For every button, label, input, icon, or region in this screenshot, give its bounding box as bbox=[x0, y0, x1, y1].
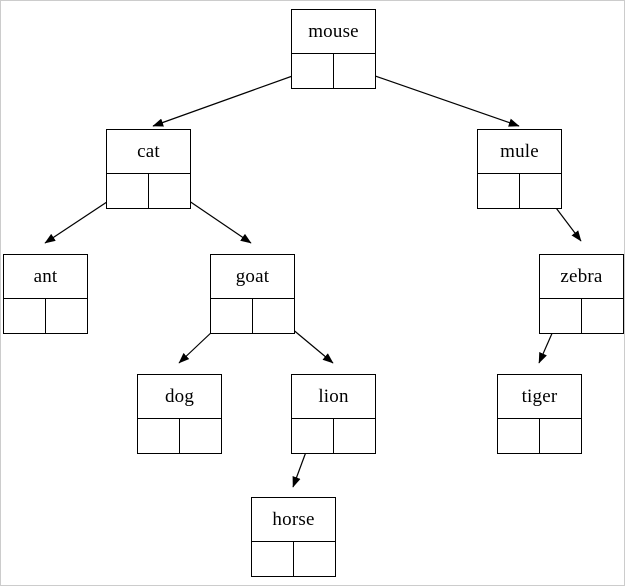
left-pointer-cell-horse[interactable] bbox=[252, 542, 294, 576]
left-pointer-cell-tiger[interactable] bbox=[498, 419, 540, 453]
edge-mouse-to-cat bbox=[152, 68, 313, 127]
node-label-goat: goat bbox=[211, 255, 294, 299]
node-label-zebra: zebra bbox=[540, 255, 623, 299]
tree-node-mouse[interactable]: mouse bbox=[291, 9, 376, 89]
node-label-tiger: tiger bbox=[498, 375, 581, 419]
tree-node-horse[interactable]: horse bbox=[251, 497, 336, 577]
right-pointer-cell-ant[interactable] bbox=[46, 299, 88, 333]
node-pointers-lion bbox=[292, 419, 375, 453]
node-label-lion: lion bbox=[292, 375, 375, 419]
right-pointer-cell-dog[interactable] bbox=[180, 419, 222, 453]
node-label-mouse: mouse bbox=[292, 10, 375, 54]
right-pointer-cell-mouse[interactable] bbox=[334, 54, 376, 88]
tree-node-zebra[interactable]: zebra bbox=[539, 254, 624, 334]
tree-node-tiger[interactable]: tiger bbox=[497, 374, 582, 454]
node-label-cat: cat bbox=[107, 130, 190, 174]
tree-node-cat[interactable]: cat bbox=[106, 129, 191, 209]
node-pointers-dog bbox=[138, 419, 221, 453]
node-label-mule: mule bbox=[478, 130, 561, 174]
node-pointers-cat bbox=[107, 174, 190, 208]
left-pointer-cell-lion[interactable] bbox=[292, 419, 334, 453]
node-label-horse: horse bbox=[252, 498, 335, 542]
node-pointers-ant bbox=[4, 299, 87, 333]
left-pointer-cell-mouse[interactable] bbox=[292, 54, 334, 88]
node-pointers-zebra bbox=[540, 299, 623, 333]
node-pointers-mule bbox=[478, 174, 561, 208]
left-pointer-cell-cat[interactable] bbox=[107, 174, 149, 208]
right-pointer-cell-mule[interactable] bbox=[520, 174, 562, 208]
tree-node-mule[interactable]: mule bbox=[477, 129, 562, 209]
node-pointers-tiger bbox=[498, 419, 581, 453]
right-pointer-cell-cat[interactable] bbox=[149, 174, 191, 208]
left-pointer-cell-ant[interactable] bbox=[4, 299, 46, 333]
right-pointer-cell-zebra[interactable] bbox=[582, 299, 624, 333]
left-pointer-cell-dog[interactable] bbox=[138, 419, 180, 453]
left-pointer-cell-mule[interactable] bbox=[478, 174, 520, 208]
node-pointers-horse bbox=[252, 542, 335, 576]
right-pointer-cell-horse[interactable] bbox=[294, 542, 336, 576]
left-pointer-cell-zebra[interactable] bbox=[540, 299, 582, 333]
tree-node-dog[interactable]: dog bbox=[137, 374, 222, 454]
right-pointer-cell-tiger[interactable] bbox=[540, 419, 582, 453]
edge-mouse-to-mule bbox=[354, 68, 520, 127]
node-pointers-goat bbox=[211, 299, 294, 333]
node-label-ant: ant bbox=[4, 255, 87, 299]
tree-node-ant[interactable]: ant bbox=[3, 254, 88, 334]
tree-node-goat[interactable]: goat bbox=[210, 254, 295, 334]
tree-node-lion[interactable]: lion bbox=[291, 374, 376, 454]
node-pointers-mouse bbox=[292, 54, 375, 88]
right-pointer-cell-lion[interactable] bbox=[334, 419, 376, 453]
node-label-dog: dog bbox=[138, 375, 221, 419]
left-pointer-cell-goat[interactable] bbox=[211, 299, 253, 333]
right-pointer-cell-goat[interactable] bbox=[253, 299, 295, 333]
